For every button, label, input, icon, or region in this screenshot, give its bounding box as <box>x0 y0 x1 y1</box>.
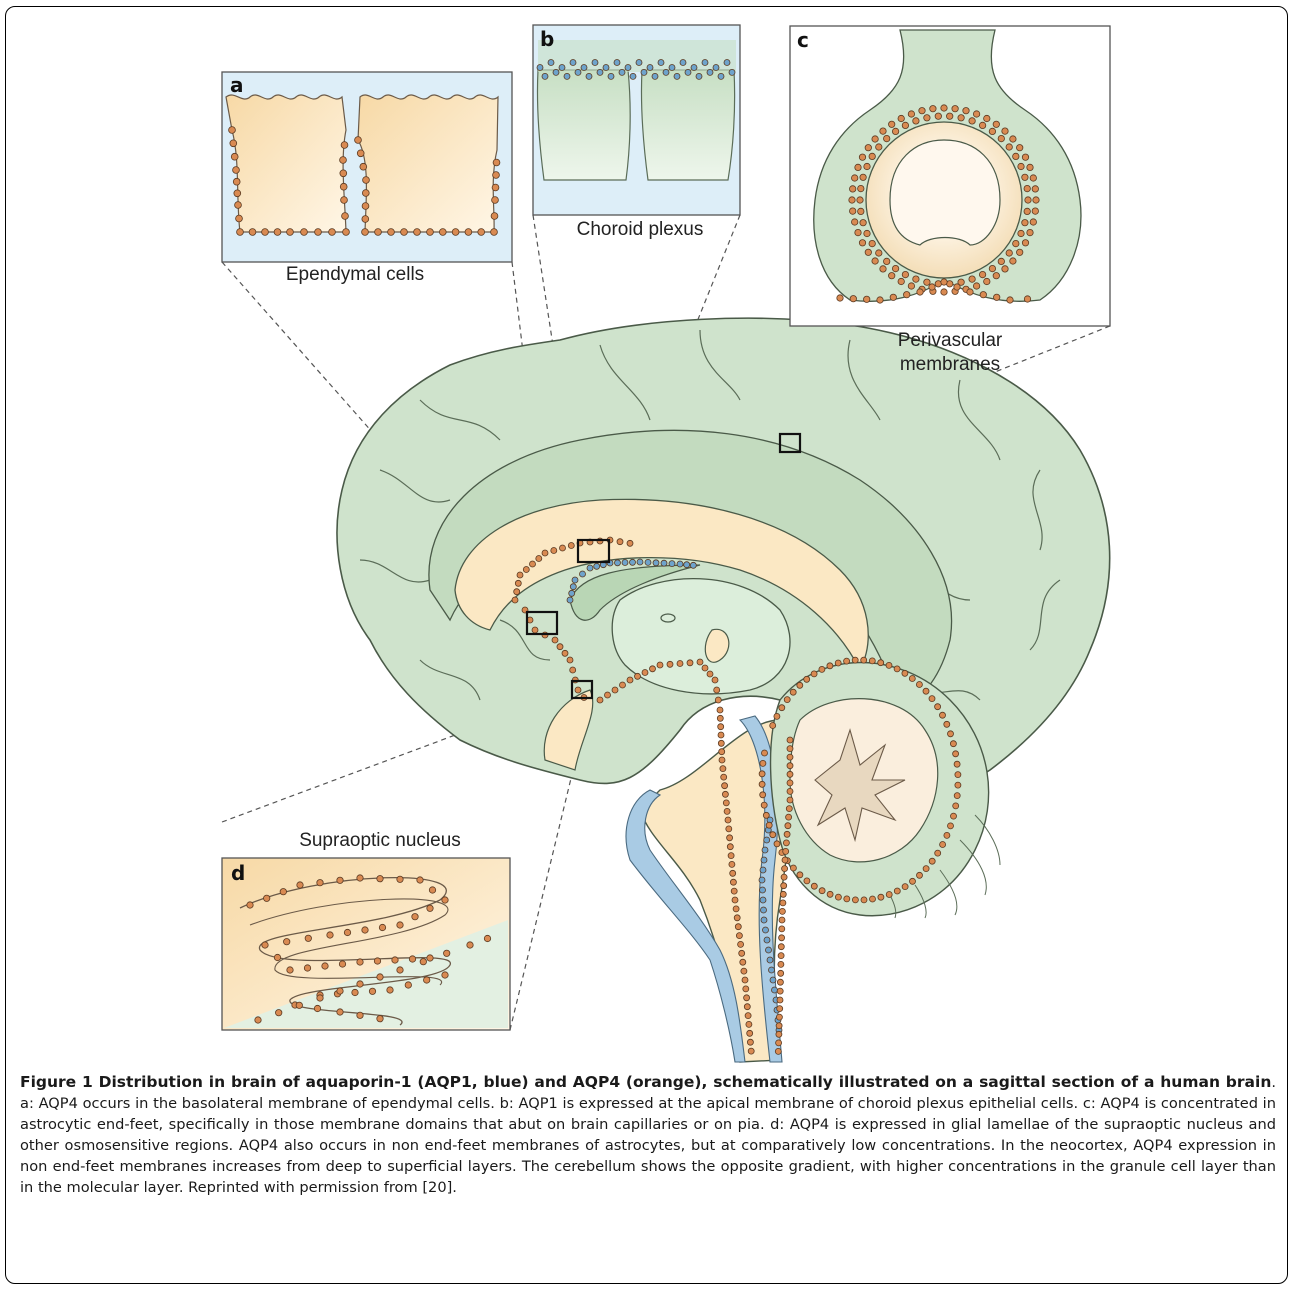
panel-b: b <box>533 25 740 215</box>
caption-body: . a: AQP4 occurs in the basolateral memb… <box>20 1074 1276 1196</box>
panel-b-letter: b <box>540 27 554 51</box>
panel-d: d <box>222 858 510 1030</box>
caption-title: Figure 1 Distribution in brain of aquapo… <box>20 1073 1271 1091</box>
label-supraoptic-nucleus: Supraoptic nucleus <box>299 830 461 851</box>
brain-diagram: a Ependymal cells b Choroid plexus c Per… <box>0 0 1293 1070</box>
label-membranes: membranes <box>900 354 1000 375</box>
label-choroid-plexus: Choroid plexus <box>577 219 704 240</box>
label-ependymal-cells: Ependymal cells <box>286 264 424 285</box>
panel-a-letter: a <box>230 73 244 97</box>
panel-a: a <box>222 72 512 262</box>
label-perivascular: Perivascular <box>898 330 1003 351</box>
panel-c-letter: c <box>797 28 809 52</box>
panel-c: c <box>790 26 1110 326</box>
panel-d-letter: d <box>231 861 245 885</box>
figure-caption: Figure 1 Distribution in brain of aquapo… <box>20 1072 1276 1198</box>
